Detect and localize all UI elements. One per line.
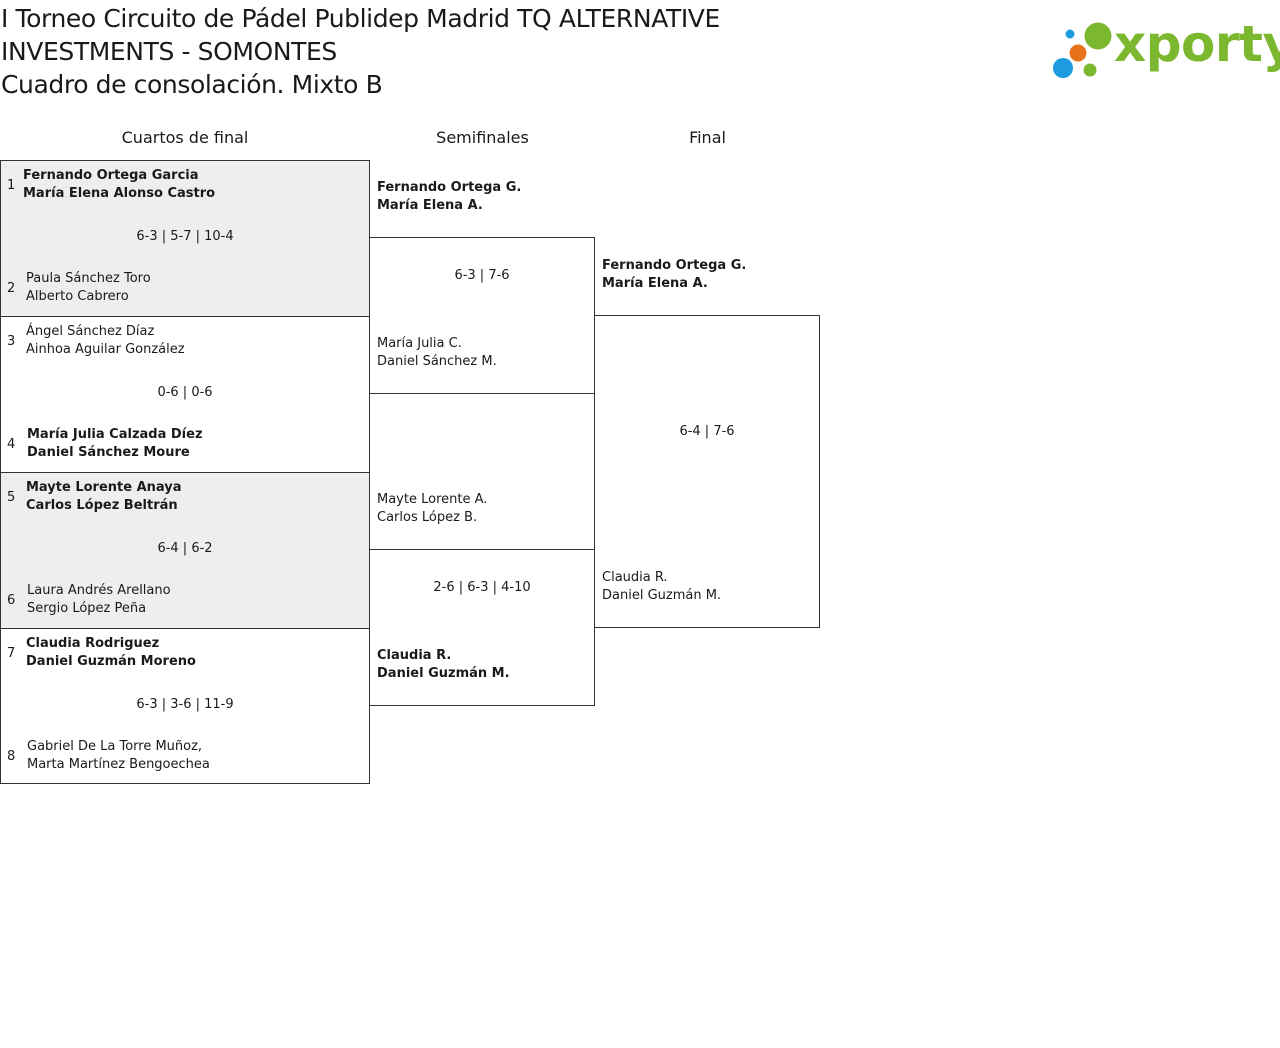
- player-name: María Elena A.: [377, 198, 483, 213]
- pair-entry: Claudia Rodriguez Daniel Guzmán Moreno: [26, 635, 196, 671]
- pair-entry: Laura Andrés Arellano Sergio López Peña: [27, 582, 171, 618]
- match-score: 6-4 | 6-2: [157, 541, 213, 556]
- match-score: 6-4 | 7-6: [679, 424, 735, 439]
- match-score: 2-6 | 6-3 | 4-10: [433, 580, 531, 595]
- player-name: María Julia C.: [377, 336, 462, 351]
- match-score: 6-3 | 5-7 | 10-4: [136, 229, 234, 244]
- pair-entry: Fernando Ortega Garcia María Elena Alons…: [23, 167, 215, 203]
- player-name: Claudia Rodriguez: [26, 636, 160, 651]
- player-name: María Julia Calzada Díez: [27, 427, 203, 442]
- player-name: Daniel Guzmán M.: [377, 666, 510, 681]
- final-match: [594, 315, 820, 628]
- player-name: Daniel Guzmán Moreno: [26, 654, 196, 669]
- pair-entry: Mayte Lorente Anaya Carlos López Beltrán: [26, 479, 182, 515]
- player-name: Claudia R.: [377, 648, 452, 663]
- match-score: 0-6 | 0-6: [157, 385, 213, 400]
- player-name: Mayte Lorente A.: [377, 492, 488, 507]
- pair-entry: Paula Sánchez Toro Alberto Cabrero: [26, 270, 151, 306]
- pair-entry: Fernando Ortega G. María Elena A.: [602, 257, 746, 293]
- quarterfinal-match-3: [0, 472, 370, 629]
- title-line-3: Cuadro de consolación. Mixto B: [1, 70, 383, 99]
- quarterfinal-match-1: [0, 160, 370, 317]
- player-name: Carlos López B.: [377, 510, 478, 525]
- xporty-logo-mark: [1053, 22, 1112, 78]
- seed-number: 4: [7, 437, 16, 452]
- player-name: Fernando Ortega G.: [602, 258, 747, 273]
- pair-entry: Claudia R. Daniel Guzmán M.: [602, 569, 721, 605]
- player-name: Marta Martínez Bengoechea: [27, 757, 210, 772]
- title-line-1: I Torneo Circuito de Pádel Publidep Madr…: [1, 4, 720, 33]
- seed-number: 7: [7, 646, 16, 661]
- round-header-semifinals: Semifinales: [436, 128, 529, 147]
- round-header-final: Final: [689, 128, 726, 147]
- pair-entry: María Julia C. Daniel Sánchez M.: [377, 335, 497, 371]
- xporty-logo[interactable]: xporty: [1050, 15, 1280, 82]
- player-name: Daniel Sánchez Moure: [27, 445, 190, 460]
- pair-entry: Ángel Sánchez Díaz Ainhoa Aguilar Gonzál…: [26, 323, 185, 359]
- pair-entry: María Julia Calzada Díez Daniel Sánchez …: [27, 426, 203, 462]
- pair-entry: Mayte Lorente A. Carlos López B.: [377, 491, 487, 527]
- player-name: Sergio López Peña: [27, 601, 147, 616]
- xporty-logo-text: xporty: [1114, 15, 1280, 73]
- page-title: I Torneo Circuito de Pádel Publidep Madr…: [1, 2, 720, 101]
- title-line-2: INVESTMENTS - SOMONTES: [1, 37, 337, 66]
- pair-entry: Claudia R. Daniel Guzmán M.: [377, 647, 510, 683]
- player-name: Ainhoa Aguilar González: [26, 342, 185, 357]
- seed-number: 6: [7, 593, 16, 608]
- player-name: Paula Sánchez Toro: [26, 271, 151, 286]
- player-name: Laura Andrés Arellano: [27, 583, 171, 598]
- quarterfinal-match-4: [0, 628, 370, 784]
- round-header-quarterfinals: Cuartos de final: [121, 128, 249, 147]
- player-name: Daniel Guzmán M.: [602, 588, 722, 603]
- player-name: Daniel Sánchez M.: [377, 354, 497, 369]
- match-score: 6-3 | 7-6: [454, 268, 510, 283]
- seed-number: 8: [7, 749, 16, 764]
- player-name: Ángel Sánchez Díaz: [26, 324, 155, 339]
- player-name: María Elena Alonso Castro: [23, 186, 216, 201]
- match-score: 6-3 | 3-6 | 11-9: [136, 697, 234, 712]
- seed-number: 5: [7, 490, 16, 505]
- player-name: María Elena A.: [602, 276, 708, 291]
- player-name: Carlos López Beltrán: [26, 498, 178, 513]
- seed-number: 2: [7, 281, 16, 296]
- player-name: Fernando Ortega Garcia: [23, 168, 199, 183]
- seed-number: 3: [7, 334, 16, 349]
- player-name: Gabriel De La Torre Muñoz,: [27, 739, 203, 754]
- seed-number: 1: [7, 178, 16, 193]
- pair-entry: Gabriel De La Torre Muñoz, Marta Martíne…: [27, 738, 210, 774]
- player-name: Fernando Ortega G.: [377, 180, 522, 195]
- player-name: Claudia R.: [602, 570, 668, 585]
- player-name: Mayte Lorente Anaya: [26, 480, 182, 495]
- pair-entry: Fernando Ortega G. María Elena A.: [377, 179, 521, 215]
- player-name: Alberto Cabrero: [26, 289, 129, 304]
